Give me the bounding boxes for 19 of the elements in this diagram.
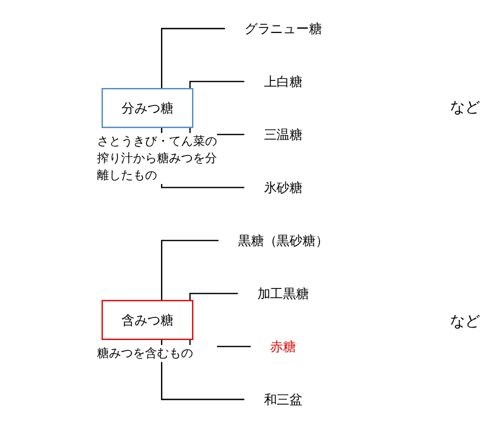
description-text: さとうきび・てん菜の搾り汁から糖みつを分離したもの: [97, 133, 218, 184]
node-text: 上白糖: [264, 74, 303, 90]
node-text: グラニュー糖: [244, 20, 322, 36]
node-box: 含みつ糖: [102, 300, 194, 340]
note-text: など: [450, 98, 481, 116]
node-text: 和三盆: [264, 392, 303, 408]
node-text: 氷砂糖: [264, 180, 303, 196]
node-text: 赤糖: [270, 338, 296, 354]
description-text: 糖みつを含むもの: [97, 345, 218, 362]
node-text: 加工黒糖: [257, 286, 309, 302]
note-text: など: [450, 312, 481, 330]
connector: [161, 339, 244, 400]
connector: [189, 292, 238, 301]
node-text: 三温糖: [264, 126, 303, 142]
node-text: 黒糖（黒砂糖）: [238, 232, 328, 248]
connector: [189, 80, 244, 89]
connector: [161, 240, 219, 301]
connector: [161, 28, 225, 89]
node-box: 分みつ糖: [102, 88, 194, 128]
